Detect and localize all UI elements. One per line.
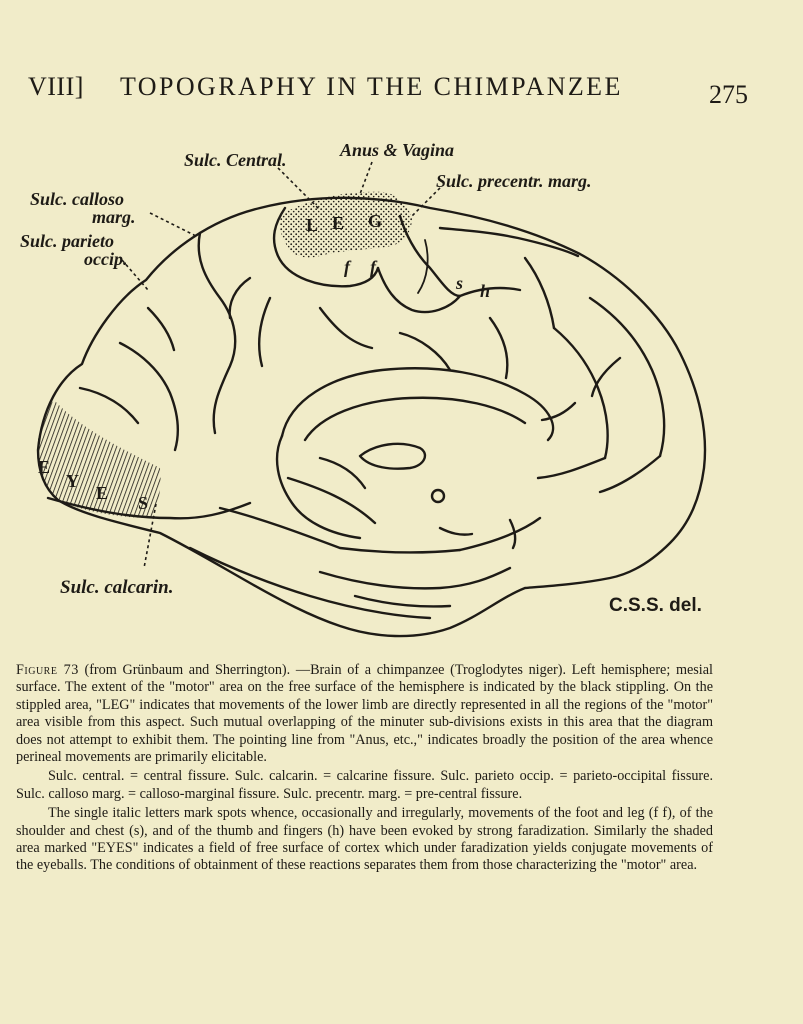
running-header: VIII] TOPOGRAPHY IN THE CHIMPANZEE 275 bbox=[28, 64, 748, 109]
leader-sulc-parieto bbox=[121, 259, 149, 291]
label-sulc-parieto-line2: occip. bbox=[84, 249, 128, 269]
spot-h: h bbox=[480, 281, 491, 301]
leader-sulc-precentr bbox=[411, 187, 441, 217]
label-sulc-calloso-line1: Sulc. calloso bbox=[30, 189, 125, 209]
brain-drawing bbox=[36, 161, 707, 638]
eyes-area-hatching bbox=[38, 400, 161, 518]
eyes-letter-2: Y bbox=[66, 471, 79, 491]
leg-letter-l: L bbox=[306, 215, 319, 235]
label-sulc-central: Sulc. Central. bbox=[184, 150, 287, 170]
caption-paragraph-2: Sulc. central. = central fissure. Sulc. … bbox=[16, 768, 713, 802]
leader-sulc-central bbox=[277, 167, 321, 211]
label-sulc-calcarin: Sulc. calcarin. bbox=[60, 577, 174, 598]
illustrator-credit: C.S.S. del. bbox=[609, 595, 702, 616]
chapter-number: VIII] bbox=[28, 72, 84, 101]
figure-caption: Figure 73 (from Grünbaum and Sherrington… bbox=[16, 662, 713, 875]
leg-letter-e: E bbox=[332, 213, 345, 233]
label-sulc-precentr: Sulc. precentr. marg. bbox=[436, 171, 592, 191]
motor-area-stippling bbox=[279, 191, 412, 258]
eyes-letter-3: E bbox=[96, 483, 109, 503]
spot-s: s bbox=[456, 273, 464, 293]
running-title: TOPOGRAPHY IN THE CHIMPANZEE bbox=[120, 72, 623, 101]
label-sulc-parieto-line1: Sulc. parieto bbox=[20, 231, 115, 251]
leg-letter-g: G bbox=[368, 211, 383, 231]
caption-paragraph-3: The single italic letters mark spots whe… bbox=[16, 805, 713, 874]
leader-sulc-calloso bbox=[149, 212, 197, 237]
spot-f-1: f bbox=[344, 257, 350, 277]
hemisphere-outline bbox=[36, 196, 707, 638]
figure-label: Figure 73 bbox=[16, 662, 79, 678]
label-anus-vagina: Anus & Vagina bbox=[340, 140, 455, 160]
leader-sulc-calcarin bbox=[143, 503, 157, 569]
page-number: 275 bbox=[709, 80, 748, 109]
label-sulc-calloso-line2: marg. bbox=[92, 207, 136, 227]
caption-paragraph-1: Figure 73 (from Grünbaum and Sherrington… bbox=[16, 662, 713, 766]
brain-figure: L E G f f s h E Y E S Sulc. Central. Anu… bbox=[20, 138, 720, 648]
leader-anus-vagina bbox=[359, 161, 373, 195]
caption-text-1: (from Grünbaum and Sherrington). —Brain … bbox=[16, 662, 713, 766]
eyes-letter-1: E bbox=[38, 457, 51, 477]
spot-f-2: f bbox=[370, 257, 376, 277]
eyes-letter-4: S bbox=[138, 493, 149, 513]
